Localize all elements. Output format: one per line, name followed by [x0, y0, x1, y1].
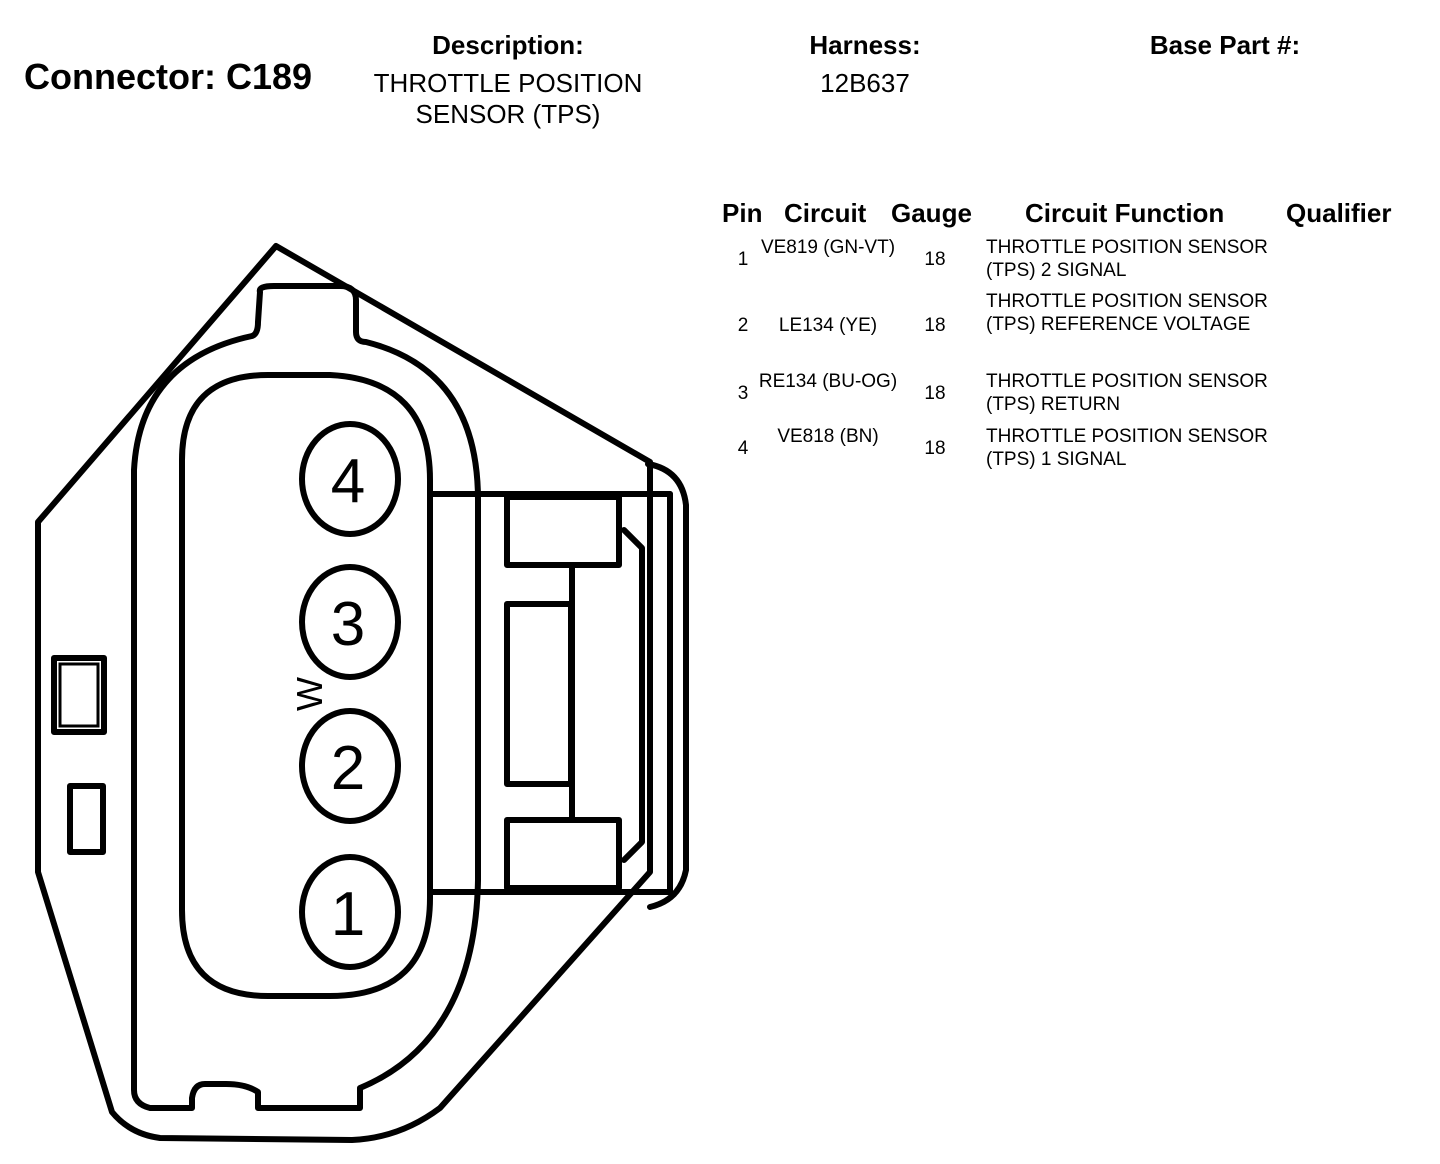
table-cell-circuit: LE134 (YE)	[778, 315, 878, 336]
housing-outline	[35, 243, 653, 1143]
table-cell-function: THROTTLE POSITION SENSOR (TPS) 1 SIGNAL	[986, 426, 1268, 470]
pin-label-2: 2	[331, 734, 365, 803]
table-cell-gauge: 18	[924, 249, 946, 270]
inner-contour	[131, 283, 481, 1111]
table-cell-gauge: 18	[924, 383, 946, 404]
table-cell-circuit: VE819 (GN-VT)	[760, 237, 896, 258]
col-header-qualifier: Qualifier	[1286, 198, 1392, 228]
harness-value: 12B637	[820, 68, 910, 98]
harness-label: Harness:	[809, 30, 921, 60]
table-cell-pin: 1	[737, 249, 749, 270]
col-header-circuit: Circuit	[784, 198, 867, 228]
table-cell-circuit: RE134 (BU-OG)	[758, 371, 898, 392]
connector-face-diagram: 4 3 2 1 W	[35, 243, 689, 1143]
pin-circle-2	[299, 708, 401, 824]
pin-cavity	[179, 372, 433, 999]
description-value: THROTTLE POSITION SENSOR (TPS)	[373, 68, 643, 129]
cavity-marker: W	[289, 677, 330, 711]
key-slot-lower	[67, 783, 106, 855]
col-header-gauge: Gauge	[891, 198, 972, 228]
col-header-pin: Pin	[722, 198, 763, 228]
table-cell-function: THROTTLE POSITION SENSOR (TPS) RETURN	[986, 371, 1268, 415]
pin-label-3: 3	[331, 590, 365, 659]
col-header-circuit-function: Circuit Function	[1025, 198, 1225, 228]
pin-circle-3	[299, 564, 401, 680]
table-cell-gauge: 18	[924, 438, 946, 459]
key-slot-upper	[51, 655, 107, 735]
connector-title: Connector: C189	[24, 56, 313, 97]
table-cell-gauge: 18	[924, 315, 946, 336]
table-cell-pin: 4	[737, 438, 749, 459]
table-cell-pin: 3	[737, 383, 749, 404]
table-cell-function: THROTTLE POSITION SENSOR (TPS) 2 SIGNAL	[986, 237, 1268, 281]
table-cell-circuit: VE818 (BN)	[777, 426, 879, 447]
pin-circle-1	[299, 854, 401, 970]
description-label: Description:	[432, 30, 584, 60]
latch-hump	[645, 461, 689, 910]
table-cell-function: THROTTLE POSITION SENSOR (TPS) REFERENCE…	[986, 291, 1268, 335]
base-part-label: Base Part #:	[1149, 30, 1301, 60]
pin-circle-4	[299, 421, 401, 537]
pin-label-4: 4	[331, 447, 365, 516]
pin-label-1: 1	[331, 880, 365, 949]
table-cell-pin: 2	[737, 315, 749, 336]
